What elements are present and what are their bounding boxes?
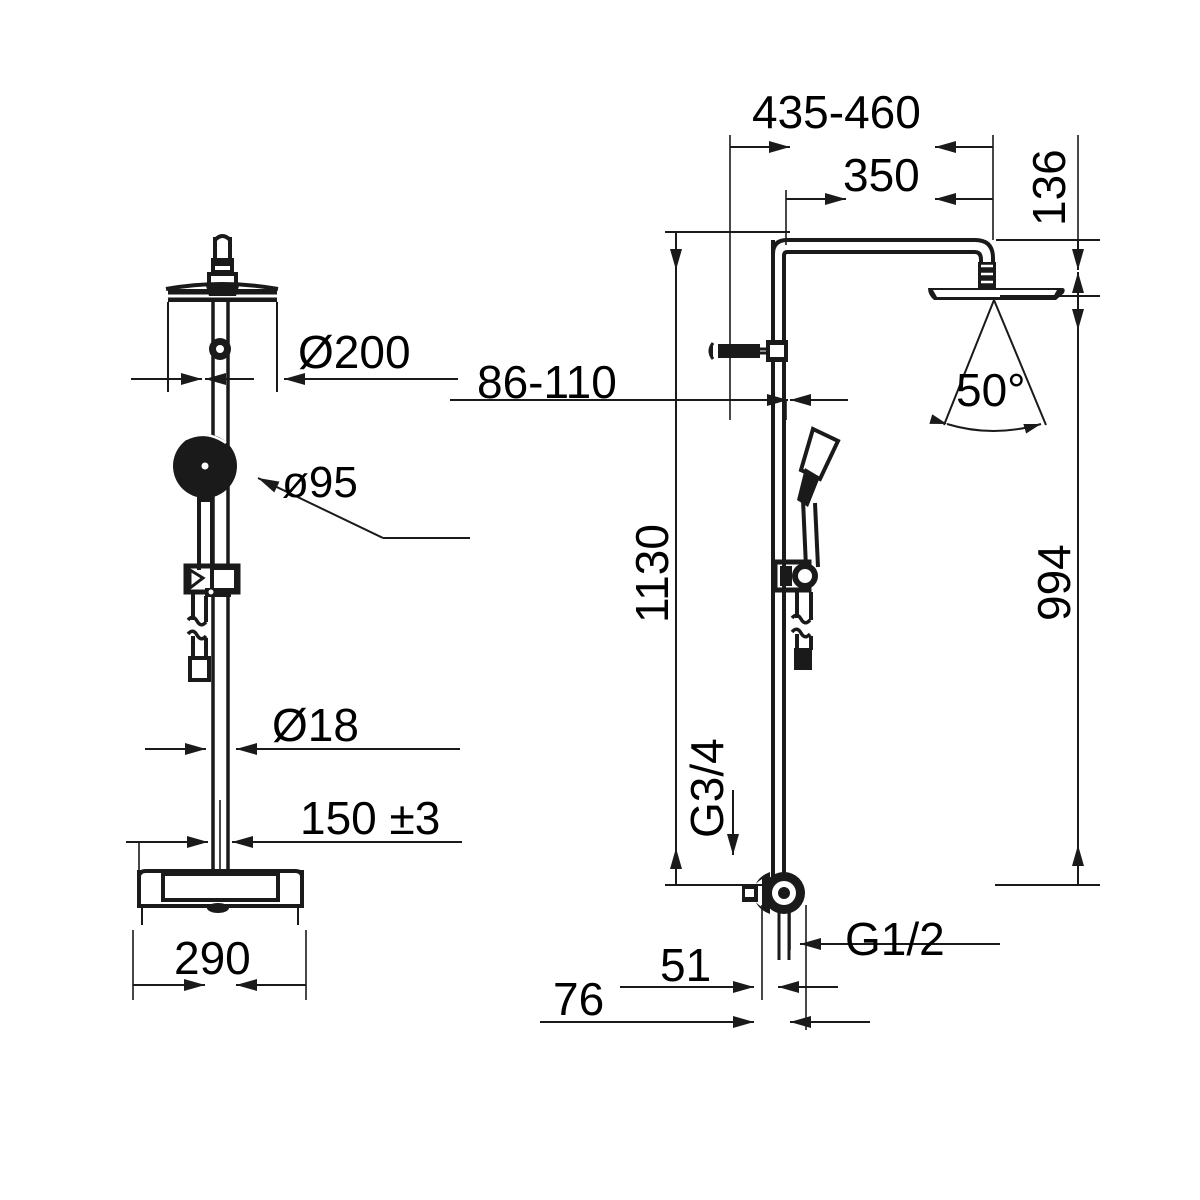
dimension-label-depth-51: 51 — [660, 939, 712, 991]
dimension-label-depth-76: 76 — [553, 973, 605, 1025]
dimension-label-arm-length: 350 — [843, 149, 920, 201]
dimension-label-body-width: 290 — [174, 932, 251, 984]
left-view-geometry — [137, 234, 304, 925]
dimension-label-inlet-thread-bottom: G1/2 — [845, 913, 945, 965]
dimension-label-control-diameter: ø95 — [282, 458, 358, 507]
dimension-label-rod-diameter: Ø18 — [272, 699, 359, 751]
dimension-label-head-drop: 136 — [1023, 149, 1075, 226]
dimension-label-head-height: 994 — [1028, 544, 1080, 621]
dimension-label-inlet-thread-top: G3/4 — [681, 738, 733, 838]
right-view-dimensions — [450, 135, 1100, 1030]
dimension-label-head-diameter: Ø200 — [298, 326, 411, 378]
left-view-dimensions — [126, 302, 470, 1000]
dimension-label-arm-reach-range: 435-460 — [752, 86, 921, 138]
dimension-label-handle-offset-range: 86-110 — [477, 356, 617, 408]
dimension-label-riser-height: 1130 — [626, 524, 678, 623]
dimension-label-wall-offset: 150 ±3 — [300, 792, 441, 844]
right-view-geometry — [708, 238, 1065, 960]
dimension-label-spray-angle: 50° — [956, 364, 1026, 416]
